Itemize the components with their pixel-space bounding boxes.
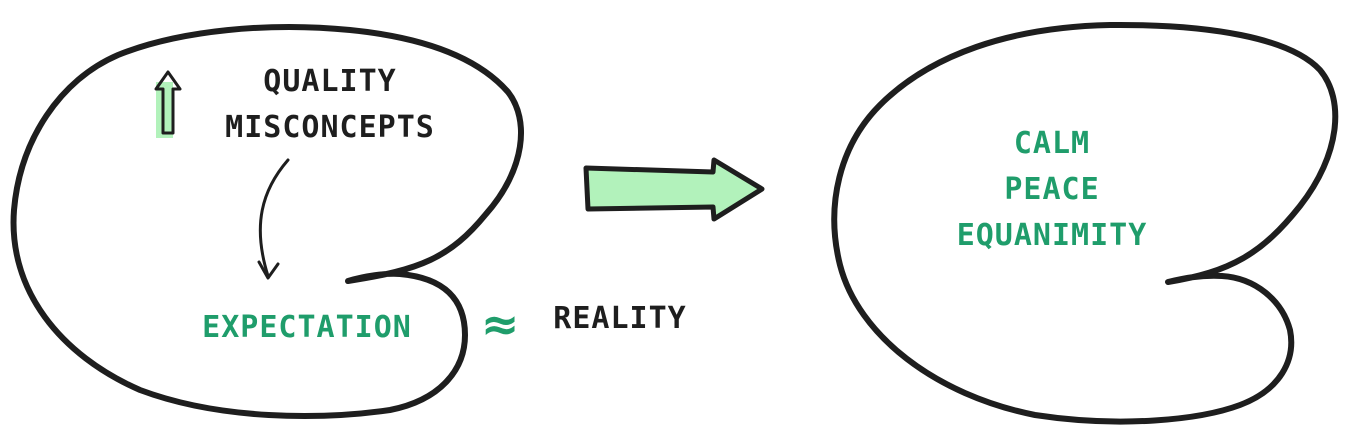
right-blob-outline [831,21,1339,425]
right-blob-line-3: EQUANIMITY [957,218,1148,253]
right-block-arrow-icon [583,157,765,222]
up-hollow-arrow-icon [154,70,182,138]
approx-symbol: ≈ [481,297,520,351]
left-blob-line-1: QUALITY [263,64,396,99]
expectation-label: EXPECTATION [202,310,412,345]
right-blob-line-1: CALM [1014,126,1090,161]
right-blob-line-2: PEACE [1004,172,1099,207]
left-blob-outline [10,24,525,419]
curved-down-arrow-icon [257,158,290,280]
left-blob-line-2: MISCONCEPTS [225,110,435,145]
reality-label: REALITY [553,301,686,336]
